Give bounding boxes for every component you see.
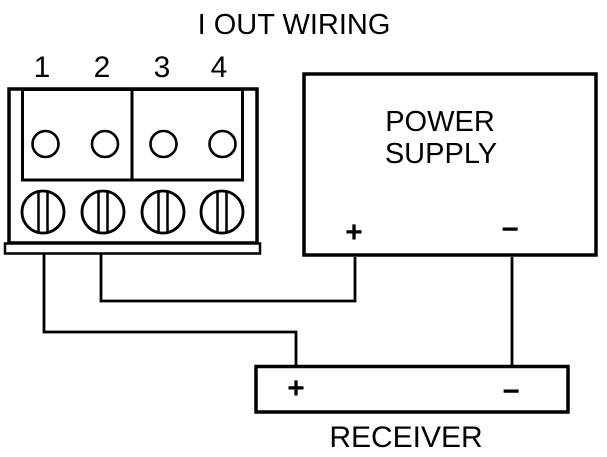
- receiver-minus-terminal: −: [502, 375, 520, 408]
- terminal-screws: [20, 189, 245, 235]
- receiver-plus-terminal: +: [287, 372, 305, 405]
- wire-terminal2-to-power-supply-plus: [99, 252, 357, 303]
- power-supply: POWER SUPPLY + −: [302, 72, 598, 257]
- terminal-cavity-3-4: [130, 88, 244, 182]
- power-supply-plus-terminal: +: [345, 216, 363, 249]
- power-supply-minus-terminal: −: [501, 213, 519, 246]
- wire-terminal1-to-receiver-plus: [42, 244, 298, 367]
- screw-terminal-2: [80, 189, 126, 235]
- wires: [42, 244, 514, 367]
- screw-terminal-1: [20, 189, 66, 235]
- wire-entry-holes: [31, 129, 237, 159]
- power-supply-box: [302, 72, 598, 257]
- diagram-title: I OUT WIRING: [198, 9, 391, 41]
- terminal-block: [3, 87, 262, 255]
- terminal-labels: 1 2 3 4: [34, 51, 228, 84]
- terminal-label-3: 3: [154, 51, 171, 84]
- wire-hole-4: [208, 129, 237, 159]
- wire-hole-1: [31, 129, 60, 159]
- wire-hole-3: [149, 129, 178, 159]
- receiver: + − RECEIVER: [254, 364, 570, 454]
- power-supply-label-line2: SUPPLY: [385, 138, 497, 170]
- terminal-label-4: 4: [211, 51, 228, 84]
- wire-hole-2: [90, 129, 120, 159]
- screw-terminal-4: [199, 189, 245, 235]
- receiver-label: RECEIVER: [329, 421, 482, 454]
- terminal-block-base: [3, 242, 262, 255]
- receiver-box: [254, 364, 570, 414]
- power-supply-label-line1: POWER: [385, 106, 495, 138]
- terminal-label-2: 2: [94, 51, 111, 84]
- screw-terminal-3: [140, 189, 186, 235]
- terminal-label-1: 1: [34, 51, 51, 84]
